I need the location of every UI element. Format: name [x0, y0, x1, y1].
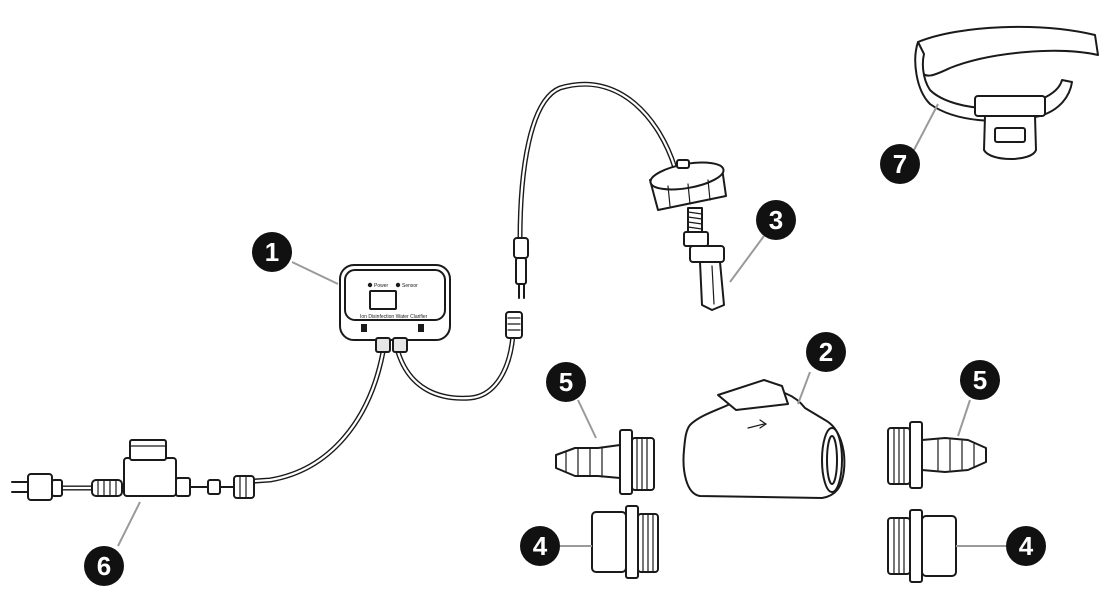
controller-footer-label: Ion Disinfection Water Clarifier — [360, 314, 428, 320]
power-indicator-label: Power — [374, 283, 389, 289]
callout-1: 1 — [252, 232, 292, 272]
callout-5-left-number: 5 — [559, 367, 573, 397]
barb-fitting-left — [555, 429, 655, 495]
barb-fitting-right — [887, 421, 987, 489]
sensor-cable-connector — [505, 311, 523, 339]
callout-6-number: 6 — [97, 551, 111, 581]
callout-2-number: 2 — [819, 337, 833, 367]
callout-3: 3 — [756, 200, 796, 240]
callout-5-left: 5 — [546, 362, 586, 402]
callout-1-number: 1 — [265, 237, 279, 267]
callout-2: 2 — [806, 332, 846, 372]
sensor-indicator-label: Sensor — [402, 283, 418, 289]
callout-4-right: 4 — [1006, 526, 1046, 566]
tee-housing — [682, 379, 846, 499]
callout-7-number: 7 — [893, 149, 907, 179]
callout-4-right-number: 4 — [1019, 531, 1034, 561]
callout-5-right-number: 5 — [973, 365, 987, 395]
callout-5-right: 5 — [960, 360, 1000, 400]
leader-lines — [117, 103, 1006, 547]
callout-4-left: 4 — [520, 526, 560, 566]
callout-4-left-number: 4 — [533, 531, 548, 561]
sensor-probe — [649, 159, 727, 311]
cables — [59, 81, 678, 491]
adapter-left — [591, 505, 659, 579]
power-supply — [11, 439, 255, 501]
callout-3-number: 3 — [769, 205, 783, 235]
callout-6: 6 — [84, 546, 124, 586]
mounting-strap — [914, 25, 1099, 160]
adapter-right — [887, 509, 957, 583]
callout-7: 7 — [880, 144, 920, 184]
controller-unit: Power Sensor Ion Disinfection Water Clar… — [339, 264, 451, 353]
probe-cable-plug — [513, 237, 529, 299]
